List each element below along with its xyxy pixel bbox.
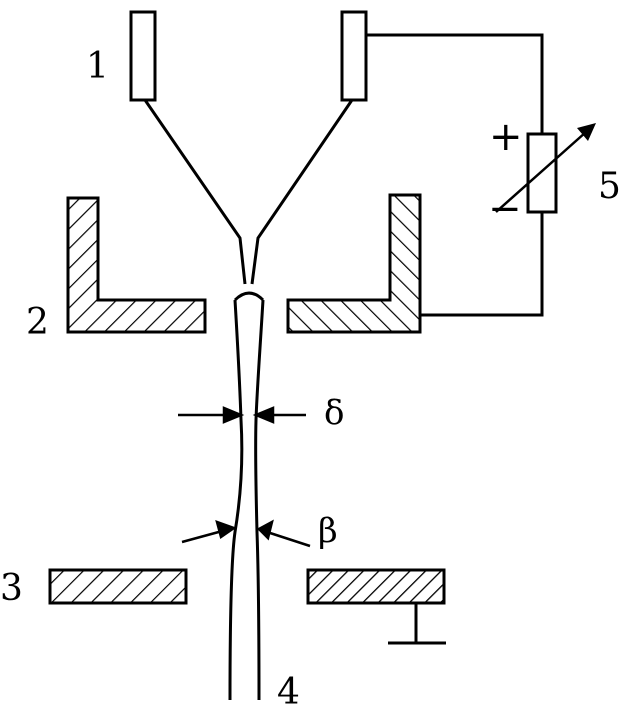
nozzle-right-part: [286, 193, 422, 334]
feed-lines: [143, 99, 354, 285]
circuit-wires: [366, 33, 544, 317]
ground-plate-left: [48, 568, 188, 605]
ground-symbol-icon: [388, 603, 446, 645]
nozzle-left-part: [66, 196, 207, 334]
label-electrodes: 1: [86, 46, 109, 87]
beta-symbol: β: [318, 511, 338, 551]
electrode-left: [129, 10, 157, 102]
delta-symbol: δ: [324, 393, 344, 433]
beta-dimension: [181, 519, 311, 548]
power-supply: [495, 123, 596, 214]
label-fiber: 4: [277, 672, 300, 713]
plus-sign: +: [489, 114, 523, 160]
label-ground-electrode: 3: [0, 568, 23, 609]
fiber: [228, 291, 265, 701]
delta-dimension: [178, 406, 306, 424]
electrode-right: [340, 10, 368, 102]
minus-sign: −: [488, 186, 522, 232]
label-power-supply: 5: [598, 166, 621, 207]
ground-plate-right: [306, 568, 446, 605]
label-nozzle: 2: [26, 302, 49, 343]
